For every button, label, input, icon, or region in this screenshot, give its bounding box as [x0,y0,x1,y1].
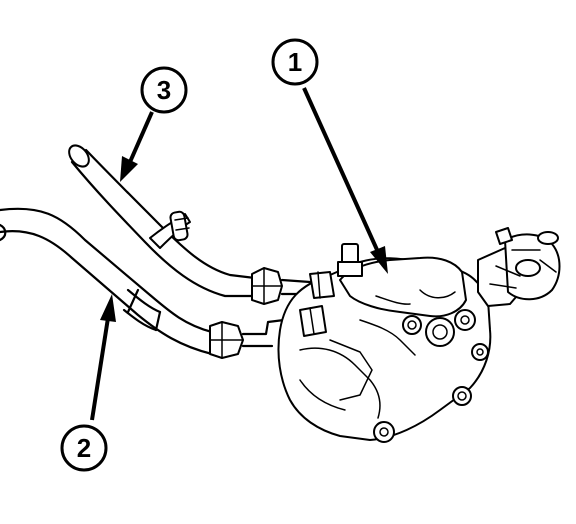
callout-1-leader [302,87,388,274]
steering-gear-housing [277,227,561,443]
callout-2: 2 [60,424,108,472]
callout-1: 1 [271,38,319,86]
callout-2-leader [90,294,116,421]
callout-2-label: 2 [77,433,91,463]
callout-1-label: 1 [288,47,302,77]
callout-3: 3 [140,66,188,114]
callout-3-leader [120,111,154,182]
callout-3-label: 3 [157,75,171,105]
hose-3 [68,144,320,305]
